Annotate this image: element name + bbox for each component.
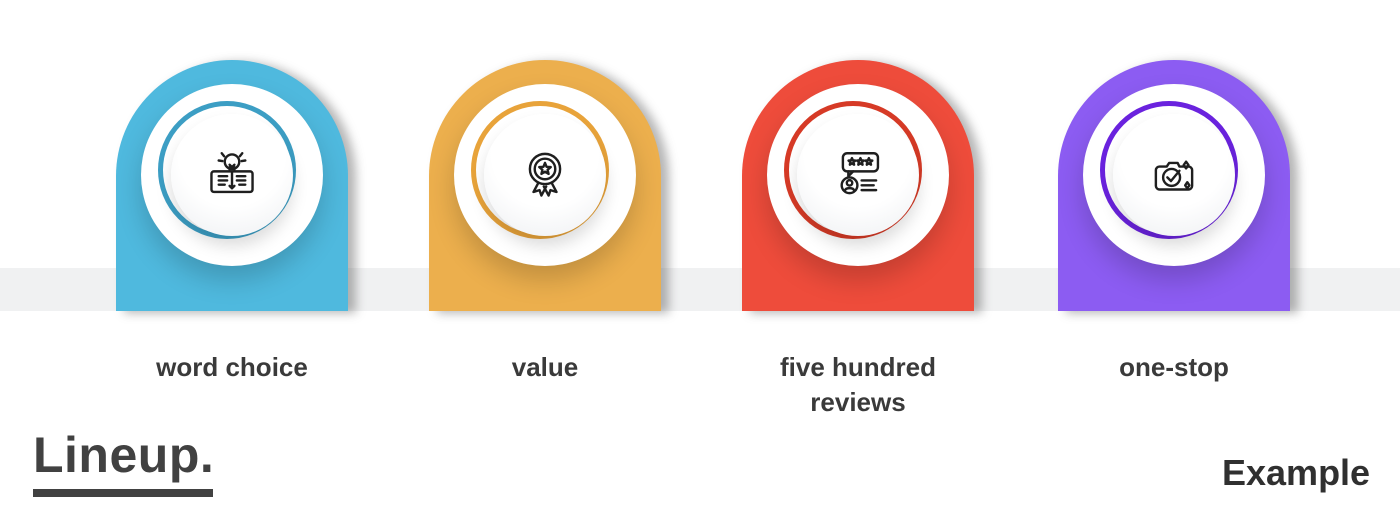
- customer-review-stars-icon: [840, 152, 880, 195]
- title-underline: [33, 489, 213, 497]
- step-arch-4: [1058, 60, 1290, 311]
- award-medal-star-icon: [528, 152, 562, 197]
- open-book-lightbulb-icon: [210, 152, 254, 194]
- step-arch-3: [742, 60, 974, 311]
- inner-circle: [797, 114, 919, 236]
- title-block: Lineup.: [33, 430, 214, 497]
- outer-circle: [1083, 84, 1265, 266]
- accent-ring: [471, 101, 609, 239]
- step-arch-1: [116, 60, 348, 311]
- step-label-4: one-stop: [1119, 352, 1229, 382]
- inner-circle: [171, 114, 293, 236]
- accent-ring: [1100, 101, 1238, 239]
- step-label-3: five hundred reviews: [779, 352, 936, 418]
- diagram-title: Lineup.: [33, 427, 215, 483]
- accent-ring: [784, 101, 922, 239]
- camera-checkmark-icon: [1154, 160, 1194, 191]
- outer-circle: [454, 84, 636, 266]
- outer-circle: [767, 84, 949, 266]
- step-label-2: value: [511, 352, 579, 382]
- step-label-1: word choice: [156, 352, 308, 382]
- example-watermark: Example: [1222, 452, 1371, 493]
- step-arch-2: [429, 60, 661, 311]
- outer-circle: [141, 84, 323, 266]
- accent-ring: [158, 101, 296, 239]
- inner-circle: [484, 114, 606, 236]
- inner-circle: [1113, 114, 1235, 236]
